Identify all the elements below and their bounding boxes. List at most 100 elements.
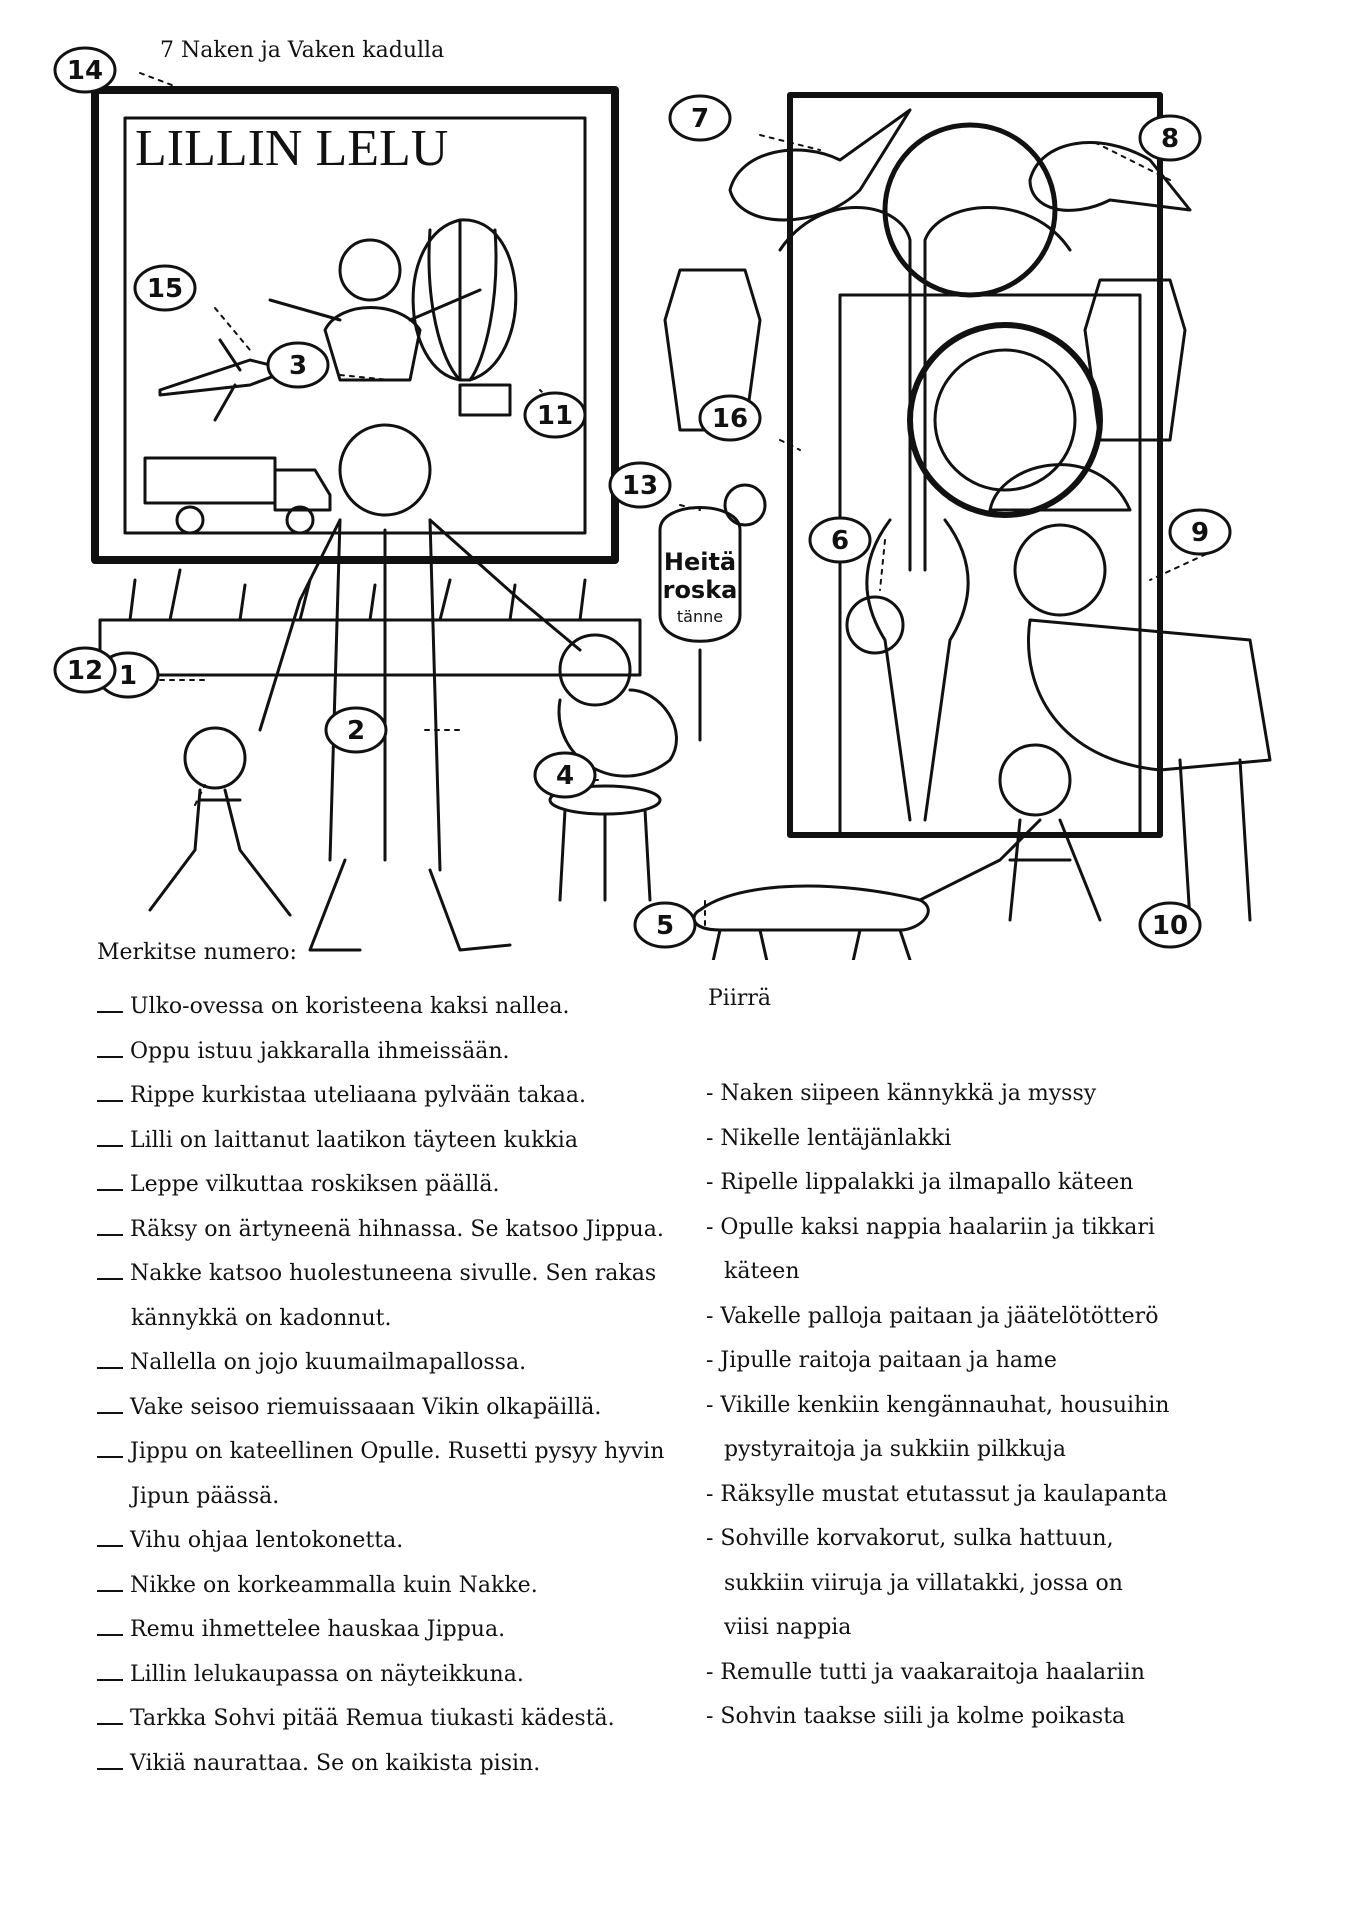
bear-rippe [845,595,905,655]
callout-number: 5 [656,911,674,941]
statement-item: Räksy on ärtyneenä hihnassa. Se katsoo J… [97,1208,717,1253]
answer-blank[interactable] [97,1349,123,1369]
statement-text: Räksy on ärtyneenä hihnassa. Se katsoo J… [130,1216,664,1242]
statement-text: Lillin lelukaupassa on näyteikkuna. [130,1661,524,1687]
statement-item: Leppe vilkuttaa roskiksen päällä. [97,1163,717,1208]
statement-item: Nakke katsoo huolestuneena sivulle. Sen … [97,1252,717,1297]
statement-item: Oppu istuu jakkaralla ihmeissään. [97,1030,717,1075]
statement-text: Leppe vilkuttaa roskiksen päällä. [130,1172,500,1197]
statement-item: Rippe kurkistaa uteliaana pylvään takaa. [97,1074,717,1119]
draw-item: - Sohville korvakorut, sulka hattuun, [706,1526,1114,1551]
monkey-viki [258,423,582,952]
draw-list: - Naken siipeen kännykkä ja myssy - Nikel… [706,1072,1346,1740]
hot-air-balloon [411,218,518,417]
answer-blank[interactable] [97,1171,123,1191]
draw-title: Piirrä [708,986,772,1011]
statement-list: Ulko-ovessa on koristeena kaksi nallea. O… [97,985,717,1786]
trash-line-3: tänne [677,607,723,626]
statement-item: Vikiä naurattaa. Se on kaikista pisin. [97,1742,717,1787]
callout-number: 14 [67,56,103,86]
answer-blank[interactable] [97,1527,123,1547]
statement-item: Remu ihmettelee hauskaa Jippua. [97,1608,717,1653]
answer-blank[interactable] [97,1038,123,1058]
statement-text: Nikke on korkeammalla kuin Nakke. [130,1572,538,1598]
callout-12: 12 [53,646,117,694]
answer-blank[interactable] [97,993,123,1013]
draw-item: - Vakelle palloja paitaan ja jäätelötött… [706,1303,1159,1329]
callout-number: 12 [67,656,103,686]
answer-blank[interactable] [97,1438,123,1458]
callout-16: 16 [698,394,762,442]
statement-text: Vihu ohjaa lentokonetta. [130,1528,404,1553]
statement-text: Oppu istuu jakkaralla ihmeissään. [130,1038,510,1064]
answer-blank[interactable] [97,1572,123,1592]
answer-blank[interactable] [97,1394,123,1414]
callout-4: 4 [533,751,597,799]
bird-left [728,108,912,222]
statement-continuation: Jipun päässä. [131,1483,280,1509]
draw-item: - Jipulle raitoja paitaan ja hame [706,1348,1057,1373]
answer-blank[interactable] [97,1127,123,1147]
statement-item: Jippu on kateellinen Opulle. Rusetti pys… [97,1430,717,1475]
callout-number: 13 [622,471,658,501]
statement-text: Jippu on kateellinen Opulle. Rusetti pys… [130,1439,665,1464]
trash-line-1: Heitä [664,548,736,576]
draw-item: - Vikille kenkiin kengännauhat, housuihi… [706,1392,1170,1418]
draw-item-continuation: käteen [724,1259,800,1284]
callout-8: 8 [1138,114,1202,162]
statement-item: Lilli on laittanut laatikon täyteen kukk… [97,1119,717,1164]
callout-number: 8 [1161,124,1179,154]
bird-right [1028,141,1192,212]
callout-14: 14 [53,46,117,94]
instruction: Merkitse numero: [97,940,297,965]
draw-item: - Nikelle lentäjänlakki [706,1125,952,1151]
statement-continuation: kännykkä on kadonnut. [131,1305,392,1331]
answer-blank[interactable] [97,1616,123,1636]
draw-item: - Naken siipeen kännykkä ja myssy [706,1081,1097,1106]
callout-number: 11 [537,401,573,431]
draw-item: - Räksylle mustat etutassut ja kaulapant… [706,1481,1168,1507]
callout-11: 11 [523,391,587,439]
answer-blank[interactable] [97,1705,123,1725]
answer-blank[interactable] [97,1750,123,1770]
draw-item: - Remulle tutti ja vaakaraitoja haalarii… [706,1659,1145,1685]
statement-text: Tarkka Sohvi pitää Remua tiukasti kädest… [130,1706,615,1731]
statement-text: Rippe kurkistaa uteliaana pylvään takaa. [130,1083,587,1108]
callout-number: 2 [347,716,365,746]
shop-sign: LILLIN LELU [135,120,448,177]
callout-number: 4 [556,761,574,791]
statement-text: Nakke katsoo huolestuneena sivulle. Sen … [130,1261,657,1286]
answer-blank[interactable] [97,1260,123,1280]
callout-number: 7 [691,104,709,134]
answer-blank[interactable] [97,1661,123,1681]
statement-item: Nallella on jojo kuumailmapallossa. [97,1341,717,1386]
statement-item: Ulko-ovessa on koristeena kaksi nallea. [97,985,717,1030]
statement-item: Lillin lelukaupassa on näyteikkuna. [97,1653,717,1698]
draw-item-continuation: sukkiin viiruja ja villatakki, jossa on [724,1570,1123,1596]
callout-5: 5 [633,901,697,949]
draw-item: - Ripelle lippalakki ja ilmapallo käteen [706,1170,1134,1195]
toy-airplane [158,338,307,422]
callout-10: 10 [1138,901,1202,949]
trash-line-2: roska [663,576,738,604]
ladybug-leppe [723,483,767,527]
statement-item: Nikke on korkeammalla kuin Nakke. [97,1564,717,1609]
statement-text: Remu ihmettelee hauskaa Jippua. [130,1617,506,1642]
shop-window [91,86,619,564]
draw-item: - Opulle kaksi nappia haalariin ja tikka… [706,1214,1155,1240]
callout-13: 13 [608,461,672,509]
answer-blank[interactable] [97,1216,123,1236]
draw-item-continuation: pystyraitoja ja sukkiin pilkkuja [724,1437,1066,1462]
answer-blank[interactable] [97,1082,123,1102]
draw-item: - Sohvin taakse siili ja kolme poikasta [706,1704,1126,1729]
hedgehog-on-stool [548,633,678,902]
draw-item-continuation: viisi nappia [724,1615,852,1640]
callout-3: 3 [266,341,330,389]
monkey-vake [268,238,482,382]
statement-text: Ulko-ovessa on koristeena kaksi nallea. [130,994,570,1019]
statement-item: Vihu ohjaa lentokonetta. [97,1519,717,1564]
callout-number: 1 [119,661,137,691]
statement-text: Lilli on laittanut laatikon täyteen kukk… [130,1127,578,1153]
shop-door [787,92,1163,838]
bear-remu [998,743,1102,922]
